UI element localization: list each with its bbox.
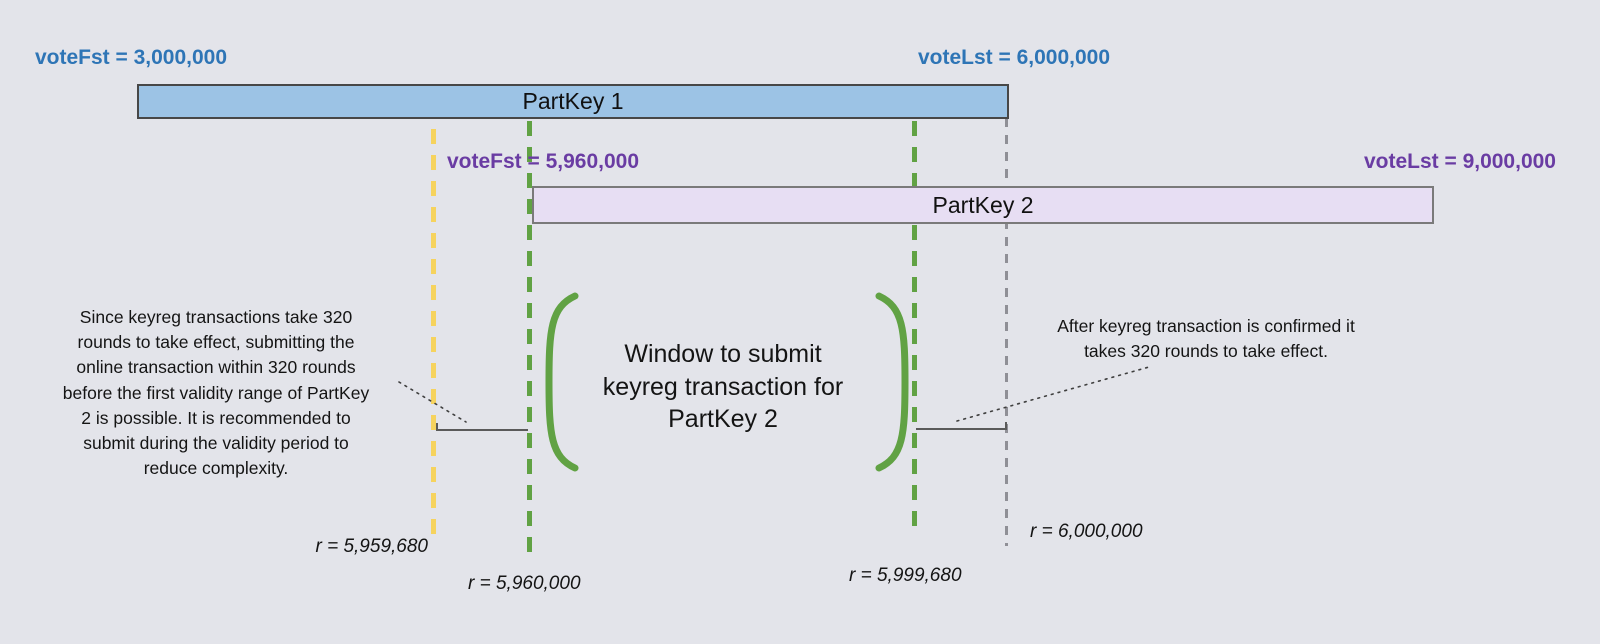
- partkey2-bar: PartKey 2: [532, 186, 1434, 224]
- right-annotation-line1: After keyreg transaction is confirmed it: [1057, 316, 1355, 336]
- left-annotation: Since keyreg transactions take 320 round…: [30, 305, 402, 481]
- partkey1-bar: PartKey 1: [137, 84, 1009, 119]
- round-label-5960000: r = 5,960,000: [468, 573, 581, 594]
- round-marker-5959680-line: [431, 129, 436, 545]
- submission-window-line1: Window to submit: [624, 340, 822, 368]
- round-label-5999680: r = 5,999,680: [849, 565, 962, 586]
- round-label-5959680: r = 5,959,680: [315, 536, 428, 557]
- right-note-leader-line: [956, 366, 1150, 422]
- right-annotation-line2: takes 320 rounds to take effect.: [1084, 341, 1328, 362]
- partkey1-bar-title: PartKey 1: [522, 88, 624, 114]
- left-annotation-line1: Since keyreg transactions take 320: [79, 307, 353, 327]
- partkey2-votelst-label: voteLst = 9,000,000: [1363, 150, 1556, 173]
- left-interval-connector: [436, 423, 528, 431]
- round-marker-6000000-line: [1005, 118, 1008, 546]
- round-label-6000000: r = 6,000,000: [1030, 521, 1143, 542]
- right-interval-connector: [916, 422, 1007, 430]
- left-annotation-line5: 2 is possible. It is recommended to: [81, 407, 351, 428]
- partkey2-bar-title: PartKey 2: [932, 191, 1034, 218]
- left-annotation-line7: reduce complexity.: [143, 458, 289, 479]
- partkey1-votelst-label: voteLst = 6,000,000: [918, 46, 1111, 69]
- partkey1-votefst-label: voteFst = 3,000,000: [35, 46, 228, 69]
- round-marker-5999680-line: [912, 121, 917, 533]
- round-marker-5960000-line: [527, 121, 532, 553]
- left-annotation-line6: submit during the validity period to: [83, 432, 349, 453]
- partkey2-votefst-label: voteFst = 5,960,000: [447, 150, 640, 173]
- submission-window-line2: keyreg transaction for: [602, 372, 844, 401]
- left-annotation-line3: online transaction within 320 rounds: [76, 357, 356, 378]
- submission-window-line3: PartKey 2: [668, 405, 778, 433]
- right-annotation: After keyreg transaction is confirmed it…: [1020, 314, 1392, 364]
- left-annotation-line2: rounds to take effect, submitting the: [77, 332, 355, 353]
- submission-window-label: Window to submit keyreg transaction for …: [562, 338, 884, 436]
- left-annotation-line4: before the first validity range of PartK…: [62, 382, 370, 403]
